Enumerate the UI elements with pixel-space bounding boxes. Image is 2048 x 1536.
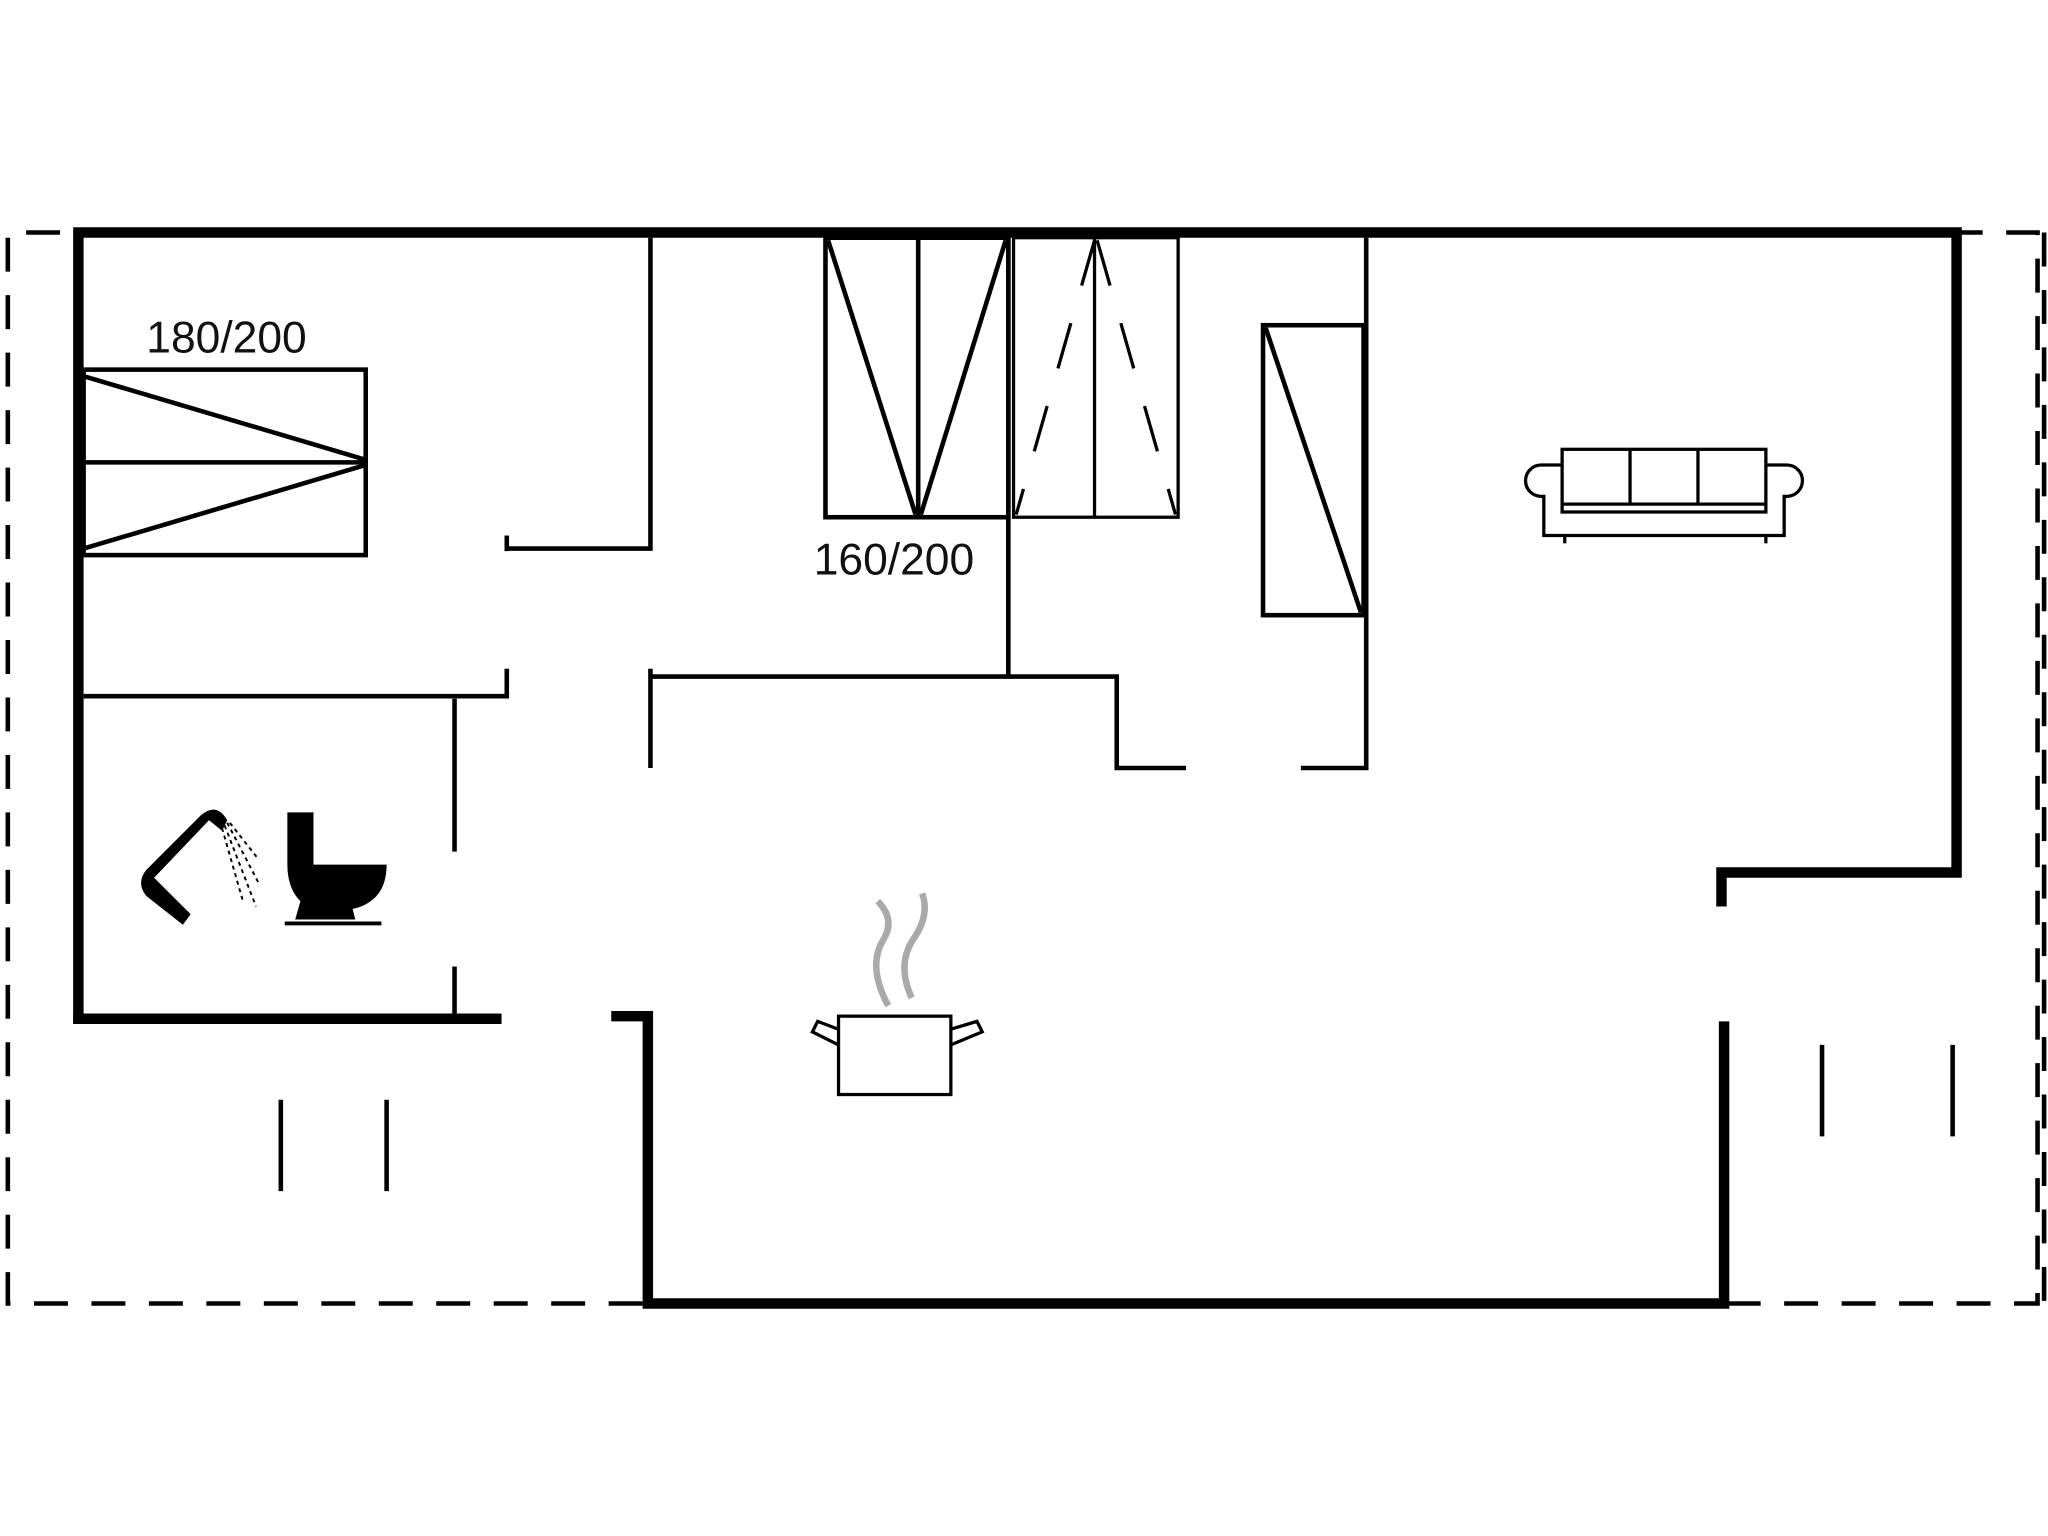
bed-bunk — [1011, 236, 1180, 519]
bed-size-label: 180/200 — [146, 314, 306, 363]
bed-180-200: 180/200 — [81, 314, 368, 558]
bed-single — [1260, 322, 1366, 618]
terrace-posts — [278, 1044, 1955, 1192]
sofa-icon — [1524, 447, 1804, 544]
bed-160-200: 160/200 — [814, 235, 1011, 585]
exterior-walls — [73, 227, 1962, 1309]
bed-size-label: 160/200 — [814, 536, 974, 585]
cooking-pot-icon — [810, 892, 985, 1097]
toilet-icon — [284, 812, 387, 926]
terrace-outline — [5, 230, 2047, 1306]
shower-icon — [141, 809, 260, 925]
